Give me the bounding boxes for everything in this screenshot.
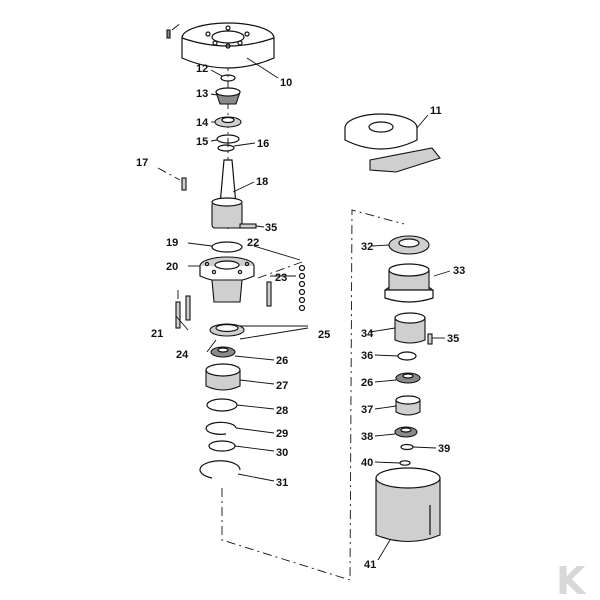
part-37-collar: [395, 395, 421, 416]
callout-29: 29: [276, 428, 288, 440]
leader-lines: [175, 57, 451, 561]
callout-10: 10: [280, 77, 292, 89]
part-20-housing: [199, 256, 255, 303]
part-35-pin-right: [427, 333, 433, 345]
callout-35-left: 35: [265, 222, 277, 234]
part-26-bearing-left: [210, 346, 236, 358]
part-40-ring: [399, 460, 411, 466]
callout-21: 21: [151, 328, 163, 340]
part-24-seal: [209, 323, 245, 337]
callout-36: 36: [361, 350, 373, 362]
part-28-ring: [206, 398, 238, 412]
callout-34: 34: [361, 328, 374, 340]
part-29-circlip: [205, 421, 237, 435]
callout-26-right: 26: [361, 377, 373, 389]
connection-line-to-41: [221, 209, 405, 581]
callout-18: 18: [256, 176, 268, 188]
part-13-gear: [215, 87, 241, 105]
part-12-ring: [220, 74, 236, 82]
part-35-pin-left: [239, 223, 257, 229]
callout-14: 14: [196, 117, 209, 129]
part-33-flanged-housing: [384, 263, 434, 303]
part-17-pin: [157, 167, 187, 191]
callout-23: 23: [275, 272, 287, 284]
callout-24: 24: [176, 349, 189, 361]
callout-22: 22: [247, 237, 259, 249]
part-21-bolts: [175, 290, 191, 329]
part-39-ring: [400, 443, 414, 451]
part-36-ring: [397, 351, 417, 361]
callout-38: 38: [361, 431, 373, 443]
callout-32: 32: [361, 241, 373, 253]
callout-33: 33: [453, 265, 465, 277]
callout-11: 11: [430, 105, 442, 117]
part-31-snap-ring: [199, 460, 241, 479]
part-14-bearing: [214, 116, 242, 128]
part-19-ring: [211, 241, 243, 253]
callout-28: 28: [276, 405, 288, 417]
pin-top-left: [166, 21, 183, 39]
callout-30: 30: [276, 447, 288, 459]
callout-26: 26: [276, 355, 288, 367]
callout-17: 17: [136, 157, 148, 169]
part-22-23-hardware: [257, 261, 306, 312]
part-41-cylinder: [375, 467, 441, 542]
part-32-bearing: [388, 235, 430, 255]
part-34-sleeve: [394, 312, 426, 344]
part-11-disc: [344, 113, 441, 173]
part-27-bushing: [205, 363, 241, 391]
brand-logo: K: [556, 559, 587, 600]
part-26-bearing-right: [395, 372, 421, 384]
part-10-top-disc: [181, 22, 275, 69]
callout-27: 27: [276, 380, 288, 392]
callout-39: 39: [438, 443, 450, 455]
part-18-shaft: [211, 159, 243, 229]
callout-25: 25: [318, 329, 330, 341]
callout-20: 20: [166, 261, 178, 273]
callout-12: 12: [196, 63, 208, 75]
callout-41: 41: [364, 559, 376, 571]
part-38-bearing: [394, 426, 418, 438]
callout-15: 15: [196, 136, 208, 148]
part-16-ring: [217, 144, 235, 152]
callout-31: 31: [276, 477, 288, 489]
part-30-ring: [208, 440, 236, 452]
callout-19: 19: [166, 237, 178, 249]
callout-35-right: 35: [447, 333, 459, 345]
callout-40: 40: [361, 457, 373, 469]
part-15-ring: [216, 134, 240, 144]
callout-13: 13: [196, 88, 208, 100]
callout-16: 16: [257, 138, 269, 150]
callout-37: 37: [361, 404, 373, 416]
